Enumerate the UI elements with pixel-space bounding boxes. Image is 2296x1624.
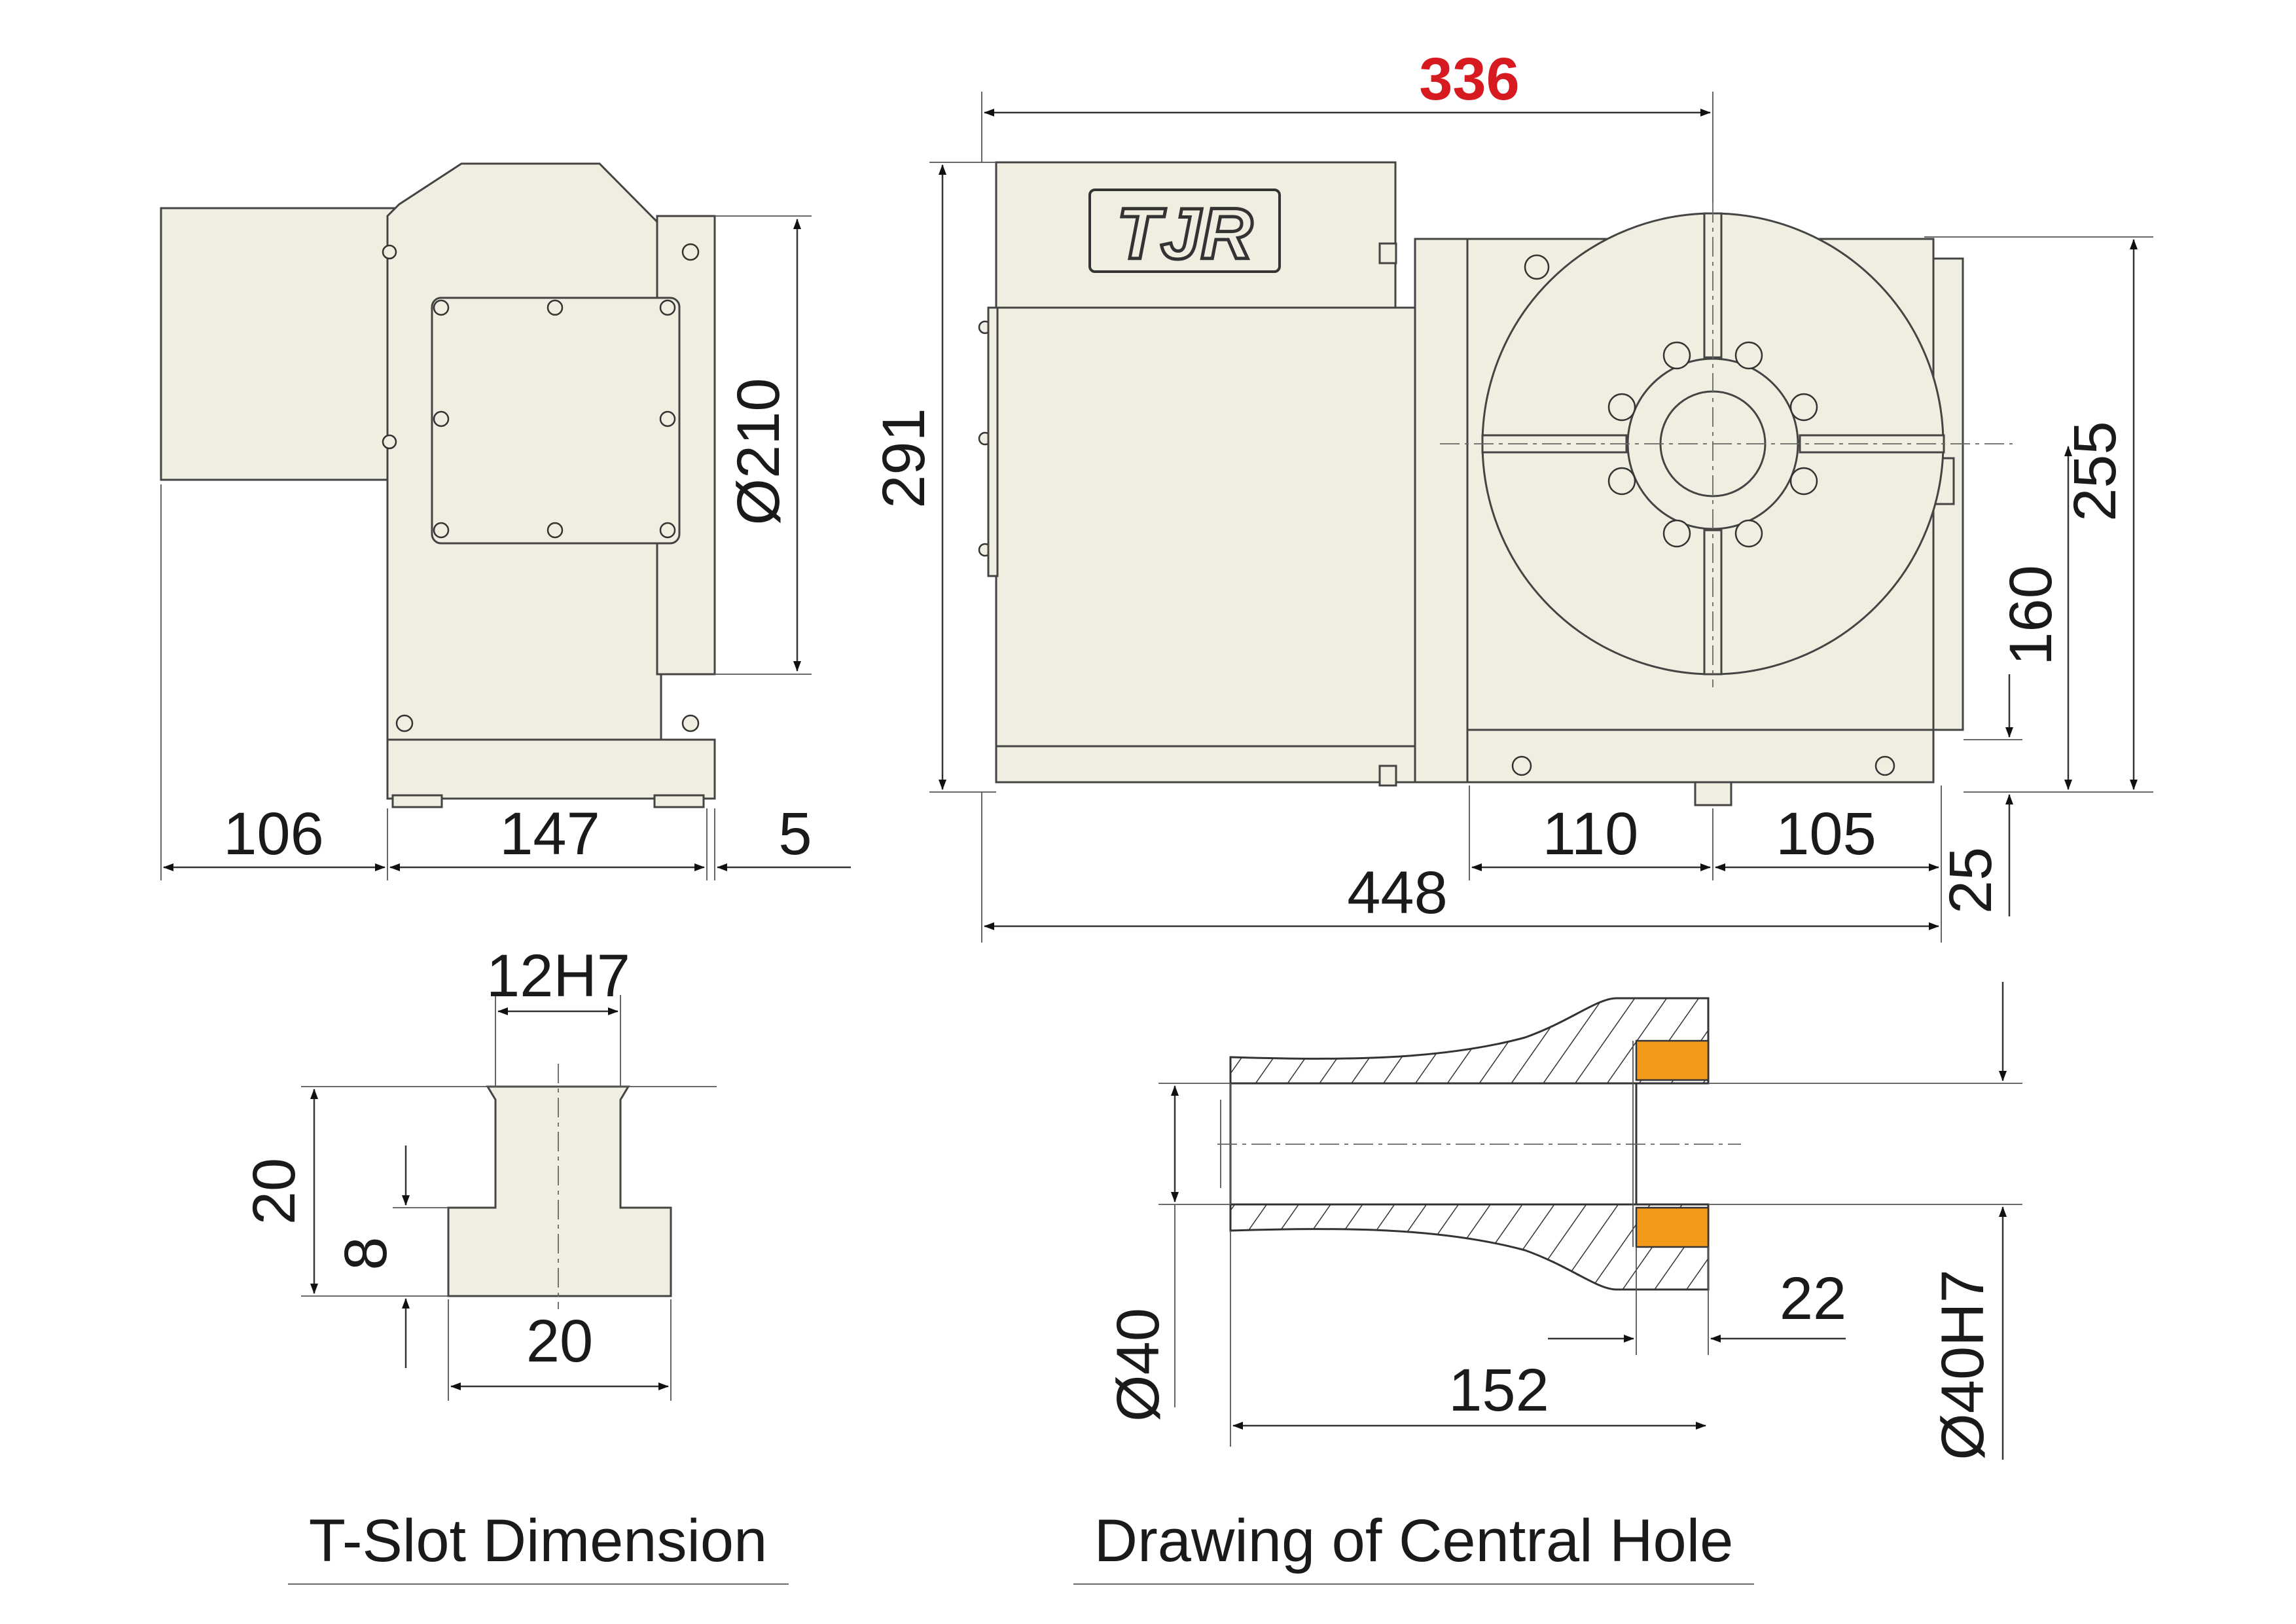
lower-wall [1229, 1203, 1710, 1291]
table-base [1466, 729, 1935, 784]
housing-mid [1414, 238, 1469, 784]
hole-diameter-label: Ø40 [1105, 1308, 1172, 1422]
side-motor-label: 106 [223, 801, 324, 867]
faceplate-diameter-label: Ø210 [725, 378, 792, 525]
offset-right-label: 105 [1776, 801, 1876, 867]
side-rail [987, 306, 999, 577]
logo-text: TJR [1117, 194, 1253, 274]
logo-frame [1088, 189, 1281, 273]
front-view: TJR [870, 46, 2153, 943]
hole-depth-label: 152 [1448, 1357, 1549, 1424]
bushing-length-label: 22 [1780, 1265, 1846, 1332]
cover-screws [382, 243, 700, 732]
motor-housing [160, 207, 398, 481]
housing-left [995, 306, 1416, 780]
hole-fit-label: Ø40H7 [1929, 1269, 1996, 1460]
cover-plate [431, 297, 681, 545]
tslot-caption: T-Slot Dimension [309, 1507, 767, 1574]
foot-right [653, 794, 705, 808]
housing-base-left [995, 745, 1416, 784]
base-height-label: 25 [1937, 847, 2004, 914]
bushing-bottom [1635, 1206, 1710, 1248]
height-total-label: 291 [870, 408, 937, 509]
side-body-label: 147 [499, 801, 600, 867]
bushing-top [1635, 1039, 1710, 1081]
key-block [1694, 781, 1732, 806]
side-flange-label: 5 [778, 801, 812, 867]
table-width-label: 336 [1419, 46, 1520, 113]
width-total-label: 448 [1347, 859, 1448, 926]
offset-left-label: 110 [1543, 801, 1639, 867]
side-base [386, 738, 716, 800]
tslot-width-label: 12H7 [486, 943, 630, 1009]
faceplate-bolt-holes [1607, 341, 1818, 548]
tslot-bottom-label: 20 [526, 1308, 593, 1375]
side-view: Ø210 106 147 5 [160, 162, 851, 880]
central-hole-caption: Drawing of Central Hole [1094, 1507, 1734, 1574]
upper-wall [1229, 997, 1710, 1085]
center-height-label: 160 [1998, 565, 2064, 666]
tslot-height-label: 20 [241, 1158, 308, 1225]
tslot-profile [447, 1085, 672, 1297]
tslot-detail: 12H7 20 8 20 T-Slot Dimension [241, 943, 789, 1585]
tslot-depth-label: 8 [332, 1236, 399, 1270]
central-hole-detail: Ø40 Ø40H7 22 152 Drawing of Central Hole [1073, 982, 2022, 1585]
foot-left [391, 794, 443, 808]
table-height-label: 255 [2062, 421, 2128, 522]
